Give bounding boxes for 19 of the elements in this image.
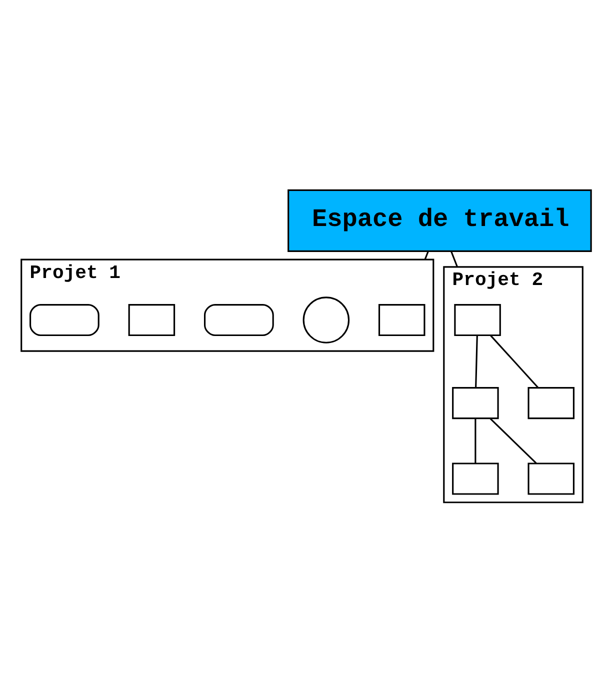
connector — [474, 418, 476, 463]
connector — [450, 250, 458, 267]
node-box — [528, 386, 574, 419]
node-box — [528, 462, 574, 494]
node-box: Espace de travail — [288, 188, 592, 252]
node-pill — [30, 303, 100, 336]
node-box — [452, 386, 499, 419]
connector — [424, 250, 429, 260]
node-box — [454, 303, 501, 336]
node-circle — [302, 296, 350, 343]
connector — [490, 334, 539, 388]
node-box — [128, 303, 176, 336]
node-box — [452, 462, 499, 494]
connector — [475, 335, 478, 388]
cluster: Projet 1 — [20, 258, 434, 352]
node-box — [378, 303, 426, 336]
cluster: Projet 2 — [443, 266, 584, 503]
node-pill — [204, 303, 274, 336]
connector — [490, 418, 537, 464]
